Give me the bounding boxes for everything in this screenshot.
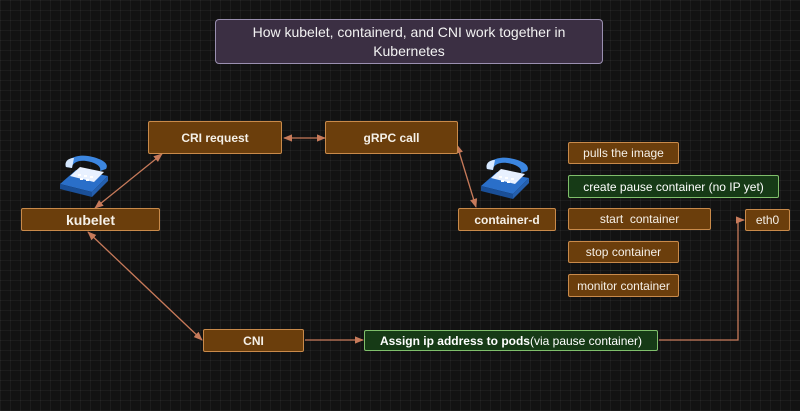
edge-assign-eth0 (659, 216, 745, 341)
grpc-call-node[interactable]: gRPC call (325, 121, 458, 154)
start-container-node[interactable]: start container (568, 208, 711, 230)
assign-ip-bold-text: Assign ip address to pods (379, 333, 530, 348)
edge-grpc-containerd (455, 144, 478, 208)
cni-node[interactable]: CNI (203, 329, 304, 352)
telephone-icon (481, 157, 529, 199)
diagram-title: How kubelet, containerd, and CNI work to… (215, 19, 603, 64)
telephone-icon (60, 155, 108, 197)
assign-ip-node[interactable]: Assign ip address to pods(via pause cont… (364, 330, 658, 351)
eth0-node[interactable]: eth0 (745, 209, 790, 231)
create-pause-container-node[interactable]: create pause container (no IP yet) (568, 175, 779, 198)
containerd-node[interactable]: container-d (458, 208, 556, 231)
stop-container-node[interactable]: stop container (568, 241, 679, 263)
pulls-image-node[interactable]: pulls the image (568, 142, 679, 164)
kubelet-node[interactable]: kubelet (21, 208, 160, 231)
assign-ip-note-text: (via pause container) (529, 333, 643, 348)
edge-kubelet-cni (87, 231, 203, 341)
monitor-container-node[interactable]: monitor container (568, 274, 679, 297)
cri-request-node[interactable]: CRI request (148, 121, 282, 154)
edge-kubelet-cri (94, 153, 163, 209)
